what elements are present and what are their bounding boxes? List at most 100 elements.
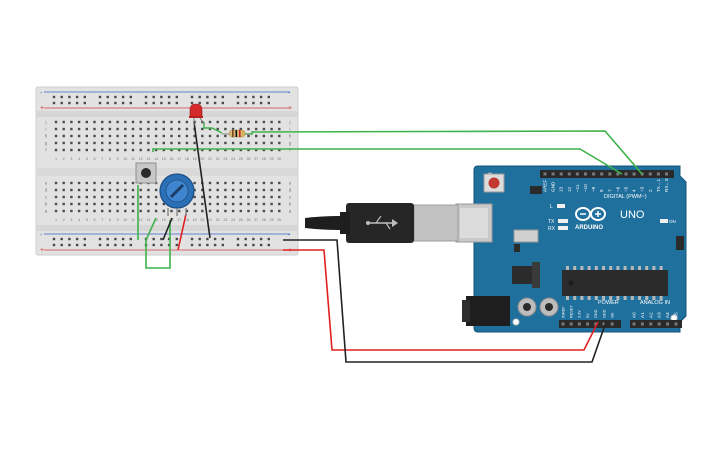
rail-hole (206, 101, 209, 105)
wire-red-pot[interactable] (177, 213, 187, 251)
terminal-hole (131, 195, 135, 199)
digital-pin[interactable] (543, 172, 547, 176)
terminal-hole (108, 188, 112, 192)
rail-hole (121, 95, 125, 99)
rail-hole (129, 101, 132, 105)
reset-button[interactable] (488, 177, 500, 189)
terminal-hole (224, 195, 227, 199)
red-led[interactable] (189, 103, 205, 126)
chip-leg (573, 266, 577, 270)
rail-sign-minus-tr: - (288, 90, 291, 97)
wire-black-gnd[interactable] (283, 239, 607, 363)
terminal-hole (255, 195, 258, 199)
terminal-hole (147, 127, 150, 131)
analog-pin[interactable] (666, 322, 670, 326)
terminal-hole (139, 120, 142, 124)
digital-pin[interactable] (616, 172, 620, 176)
terminal-hole (216, 127, 219, 131)
column-number: 20 (200, 218, 204, 222)
analog-pin[interactable] (674, 322, 678, 326)
rail-hole (198, 95, 201, 99)
pushbutton[interactable] (135, 162, 157, 184)
column-number: 15 (162, 157, 166, 161)
digital-pin[interactable] (559, 172, 563, 176)
digital-pin[interactable] (656, 172, 660, 176)
rail-hole (244, 95, 247, 99)
terminal-hole (108, 120, 112, 124)
digital-pin[interactable] (640, 172, 644, 176)
column-number: 22 (216, 157, 220, 161)
terminal-hole (162, 141, 165, 145)
power-pin[interactable] (602, 322, 606, 326)
analog-pin[interactable] (640, 322, 644, 326)
wire-green-led-to-resistor[interactable] (203, 122, 223, 134)
power-pin-label: IOREF (561, 306, 565, 318)
terminal-hole (231, 202, 235, 206)
column-number: 24 (231, 157, 235, 161)
microcontroller-chip (562, 270, 668, 296)
digital-pin[interactable] (551, 172, 555, 176)
power-pin[interactable] (586, 322, 590, 326)
chip-leg (587, 266, 591, 270)
digital-pin[interactable] (592, 172, 596, 176)
chip-leg (602, 296, 605, 300)
terminal-hole (162, 134, 165, 138)
power-pin[interactable] (561, 322, 565, 326)
power-pin[interactable] (610, 322, 614, 326)
chip-leg (580, 266, 584, 270)
digital-pin[interactable] (648, 172, 652, 176)
wire-black-pot[interactable] (162, 217, 173, 241)
wire-black-led[interactable] (193, 121, 211, 239)
analog-pin[interactable] (657, 322, 661, 326)
digital-pin[interactable] (608, 172, 612, 176)
column-number: 29 (270, 218, 274, 222)
terminal-hole (239, 127, 242, 131)
rail-hole (175, 237, 178, 241)
column-number: 5 (86, 218, 88, 222)
rail-hole (221, 237, 224, 241)
analog-pin[interactable] (649, 322, 653, 326)
row-letter: h (289, 134, 292, 139)
digital-pin[interactable] (665, 172, 668, 176)
digital-pin[interactable] (624, 172, 628, 176)
rail-hole (175, 95, 178, 99)
power-pin[interactable] (569, 322, 573, 326)
terminal-hole (201, 141, 204, 145)
terminal-hole (170, 120, 173, 124)
terminal-hole (178, 120, 181, 124)
terminal-hole (62, 134, 65, 138)
wire-red-5v[interactable] (283, 249, 599, 351)
digital-pin[interactable] (575, 172, 579, 176)
rail-hole (52, 243, 56, 247)
row-letter: b (45, 202, 48, 207)
terminal-hole (77, 209, 81, 213)
terminal-hole (193, 134, 196, 138)
digital-pin[interactable] (567, 172, 571, 176)
terminal-hole (108, 134, 112, 138)
rail-hole (198, 243, 201, 247)
digital-pin[interactable] (600, 172, 604, 176)
terminal-hole (116, 188, 119, 192)
digital-pin[interactable] (632, 172, 636, 176)
wire-green-button-to-pin[interactable] (152, 148, 623, 175)
power-pin[interactable] (594, 322, 598, 326)
usb-cable[interactable] (305, 203, 459, 243)
potentiometer[interactable] (159, 173, 195, 216)
wire-green-pot-loop[interactable] (145, 217, 171, 269)
terminal-hole (116, 209, 119, 213)
chip-leg (652, 296, 656, 300)
power-pin[interactable] (577, 322, 581, 326)
terminal-hole (270, 181, 273, 185)
analog-pin[interactable] (632, 322, 636, 326)
rail-hole (190, 101, 194, 105)
digital-pin[interactable] (584, 172, 587, 176)
chip-leg (602, 266, 605, 270)
terminal-hole (101, 120, 104, 124)
breadboard[interactable]: - + - + - + - + 112233445566778899101011… (35, 86, 299, 256)
resistor[interactable] (222, 129, 250, 138)
rail-hole (167, 237, 171, 241)
terminal-hole (247, 134, 250, 138)
column-number: 8 (109, 157, 111, 161)
terminal-hole (139, 141, 142, 145)
